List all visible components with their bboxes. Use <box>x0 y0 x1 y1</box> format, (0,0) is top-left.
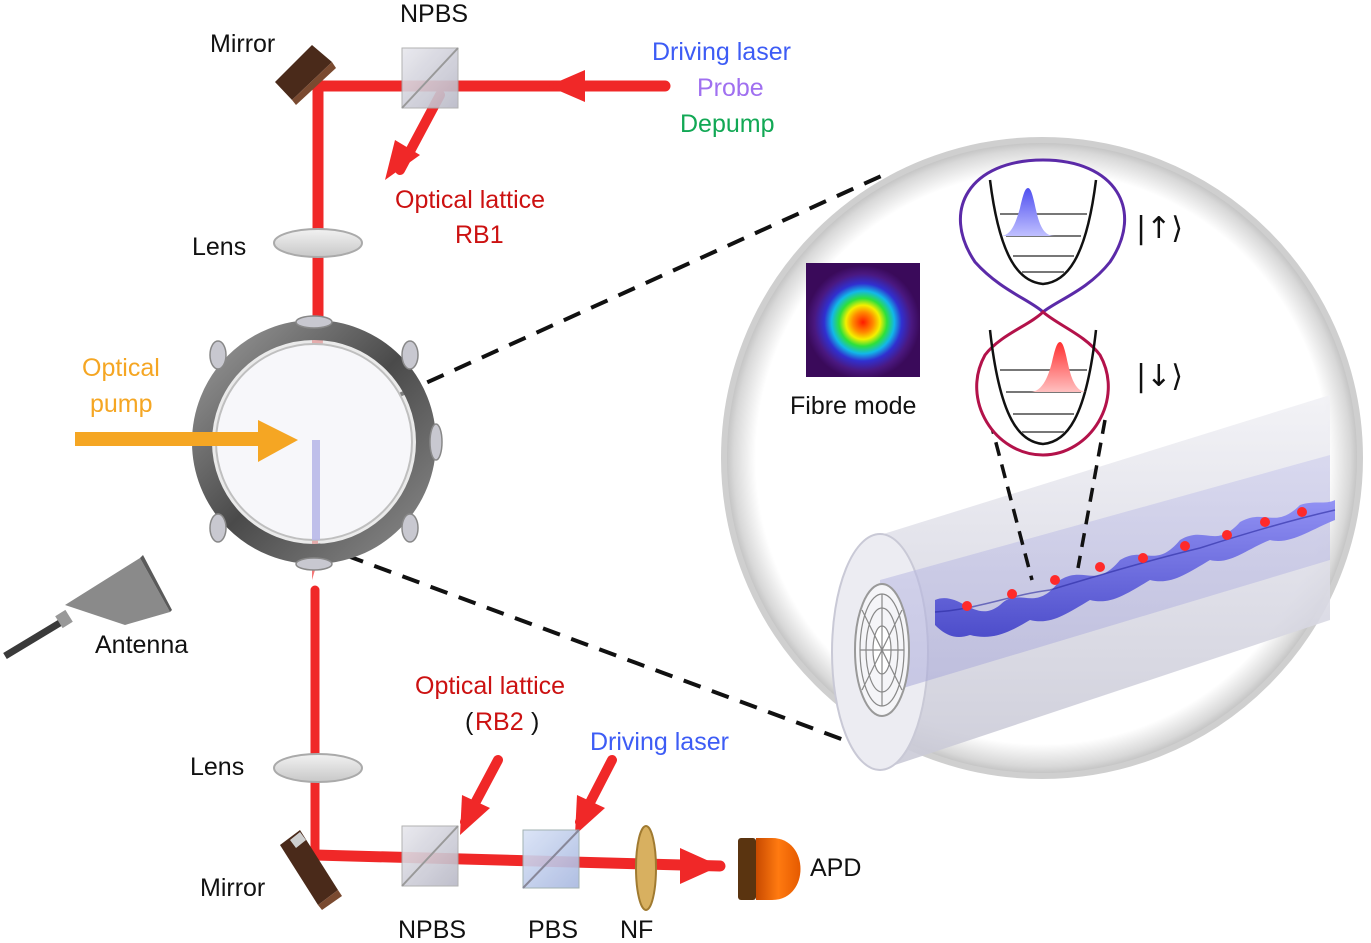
label-ket-up: |↑⟩ <box>1136 211 1183 246</box>
label-fibre-mode: Fibre mode <box>790 392 916 420</box>
notch-filter <box>635 825 657 911</box>
label-optical-lattice-top: Optical lattice <box>395 186 545 214</box>
state-diagrams <box>958 158 1127 457</box>
optical-pump-arrow <box>75 420 298 462</box>
label-nf: NF <box>620 916 653 943</box>
label-rb2-open: ( <box>465 708 474 736</box>
hollow-core-fibre <box>831 395 1336 771</box>
label-rb2-close: ) <box>531 708 539 736</box>
lattice-wave <box>934 500 1336 637</box>
label-ket-down: |↓⟩ <box>1136 359 1183 394</box>
vacuum-chamber <box>192 315 443 571</box>
label-rb1: RB1 <box>455 221 504 249</box>
label-antenna: Antenna <box>95 631 188 659</box>
label-rb2: RB2 <box>475 708 524 736</box>
lens-top <box>273 228 363 258</box>
beam-arrowheads <box>385 70 720 884</box>
pbs-cube <box>522 829 580 889</box>
mirror-bottom <box>280 830 342 910</box>
lens-bottom <box>273 753 363 783</box>
label-optical-pump-line1: Optical <box>82 354 160 382</box>
ket-labels: |↑⟩ |↓⟩ <box>1136 211 1183 394</box>
label-optical-lattice-bottom: Optical lattice <box>415 672 565 700</box>
mirror-top <box>275 45 336 105</box>
npbs-top-cube <box>401 47 459 109</box>
down-state-well <box>988 329 1098 446</box>
label-mirror-bottom: Mirror <box>200 874 265 902</box>
label-depump: Depump <box>680 110 775 138</box>
photonic-crystal-cladding <box>859 593 905 707</box>
label-lens-bottom: Lens <box>190 753 244 781</box>
antenna-icon <box>3 555 172 659</box>
label-apd: APD <box>810 854 861 882</box>
labels-layer: NPBS Mirror Driving laser Probe Depump O… <box>82 0 916 943</box>
atoms <box>962 507 1307 611</box>
up-state-well <box>988 179 1098 286</box>
fibre-in-chamber <box>312 440 320 540</box>
fibre-mode-image <box>806 263 920 377</box>
label-pbs: PBS <box>528 916 578 943</box>
apd-detector <box>738 838 801 900</box>
label-driving-laser-top: Driving laser <box>652 38 791 66</box>
label-probe: Probe <box>697 74 764 102</box>
label-npbs-top: NPBS <box>400 0 468 28</box>
label-npbs-bottom: NPBS <box>398 916 466 943</box>
npbs-bottom-cube <box>401 825 459 887</box>
label-optical-pump-line2: pump <box>90 390 153 418</box>
label-lens-top: Lens <box>192 233 246 261</box>
label-driving-laser-bottom: Driving laser <box>590 728 729 756</box>
label-mirror-top: Mirror <box>210 30 275 58</box>
